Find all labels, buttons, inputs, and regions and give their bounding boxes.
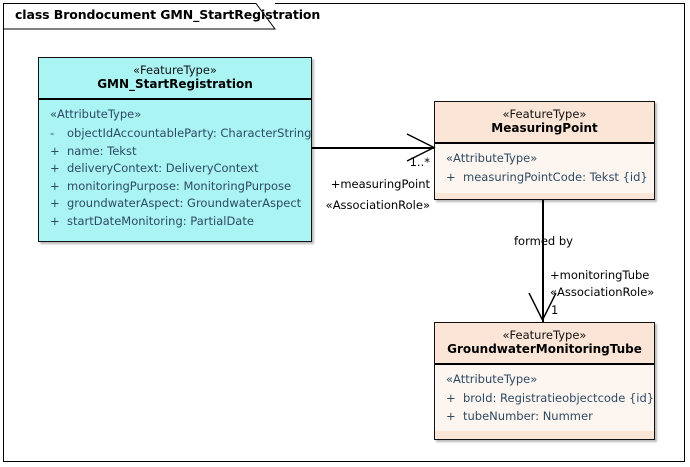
attribute-text: tubeNumber: Nummer <box>463 408 593 423</box>
attribute-visibility: + <box>446 391 456 405</box>
attribute-row: + tubeNumber: Nummer <box>435 408 654 426</box>
association-role-stereotype-measuringpoint: «AssociationRole» <box>325 198 430 212</box>
class-stereotype: «FeatureType» <box>133 63 217 77</box>
class-stereotype: «FeatureType» <box>502 328 587 342</box>
association-arrowhead-open-monitoringtube <box>528 292 557 322</box>
attribute-row: + groundwaterAspect: GroundwaterAspect <box>39 195 311 213</box>
attribute-text: startDateMonitoring: PartialDate <box>67 213 254 228</box>
class-name: GMN_StartRegistration <box>97 77 253 91</box>
diagram-title: class Brondocument GMN_StartRegistration <box>15 7 321 22</box>
attribute-text: groundwaterAspect: GroundwaterAspect <box>67 196 302 210</box>
attribute-row: + measuringPointCode: Tekst {id} <box>435 169 654 187</box>
attribute-visibility: + <box>50 143 60 158</box>
attribute-visibility: + <box>50 213 60 228</box>
attribute-visibility: + <box>446 170 456 184</box>
association-arrowhead-open-measuringpoint <box>406 133 436 162</box>
association-role-measuringpoint: +measuringPoint <box>330 177 430 191</box>
attribute-row: + startDateMonitoring: PartialDate <box>39 213 311 231</box>
class-header: «FeatureType» MeasuringPoint <box>435 102 654 144</box>
attribute-row: + monitoringPurpose: MonitoringPurpose <box>39 178 311 196</box>
attribute-text: deliveryContext: DeliveryContext <box>67 161 259 175</box>
class-attribute-compartment: «AttributeType» + measuringPointCode: Tek… <box>435 144 654 193</box>
attribute-row: + name: Tekst <box>39 143 311 161</box>
class-box-gmn-start-registration[interactable]: «FeatureType» GMN_StartRegistration «Att… <box>38 57 312 242</box>
title-tab-shape <box>3 3 276 30</box>
attribute-text: measuringPointCode: Tekst {id} <box>463 170 648 184</box>
class-name: GroundwaterMonitoringTube <box>447 342 642 356</box>
class-stereotype: «FeatureType» <box>502 107 587 121</box>
attribute-text: monitoringPurpose: MonitoringPurpose <box>67 178 292 193</box>
attribute-visibility: + <box>50 161 60 175</box>
association-role-monitoringtube: +monitoringTube <box>550 268 650 282</box>
attribute-text: name: Tekst <box>67 143 137 158</box>
association-line-gmn-to-measuringpoint[interactable] <box>312 147 434 149</box>
attribute-row: + deliveryContext: DeliveryContext <box>39 160 311 178</box>
attribute-stereotype: «AttributeType» <box>446 372 538 386</box>
association-role-stereotype-monitoringtube: «AssociationRole» <box>550 285 655 299</box>
class-attribute-compartment: «AttributeType» -objectIdAccountablePart… <box>39 100 311 236</box>
attribute-visibility: + <box>50 178 60 193</box>
attribute-visibility: + <box>50 196 60 210</box>
attribute-stereotype: «AttributeType» <box>50 107 142 121</box>
attribute-text: objectIdAccountableParty: CharacterStrin… <box>67 126 312 140</box>
attribute-stereotype: «AttributeType» <box>446 151 538 165</box>
class-box-measuring-point[interactable]: «FeatureType» MeasuringPoint «AttributeT… <box>434 101 655 200</box>
attribute-visibility: + <box>446 408 456 423</box>
diagram-title-tab: class Brondocument GMN_StartRegistration <box>3 3 320 30</box>
class-attribute-compartment: «AttributeType» + broId: Registratieobjec… <box>435 365 654 431</box>
class-header: «FeatureType» GMN_StartRegistration <box>39 58 311 100</box>
association-line-measuringpoint-to-tube[interactable] <box>542 200 544 322</box>
association-name-formed-by: formed by <box>514 234 573 248</box>
attribute-row: + broId: Registratieobjectcode {id} <box>435 390 654 408</box>
class-header: «FeatureType» GroundwaterMonitoringTube <box>435 323 654 365</box>
diagram-frame <box>3 3 685 462</box>
association-multiplicity-monitoringtube: 1 <box>551 303 559 317</box>
attribute-visibility: - <box>50 126 55 140</box>
class-box-groundwater-monitoring-tube[interactable]: «FeatureType» GroundwaterMonitoringTube … <box>434 322 655 440</box>
association-multiplicity-measuringpoint: 1..* <box>409 155 430 169</box>
attribute-row: -objectIdAccountableParty: CharacterStri… <box>39 125 311 143</box>
attribute-text: broId: Registratieobjectcode {id} <box>463 391 655 405</box>
class-name: MeasuringPoint <box>491 121 598 135</box>
